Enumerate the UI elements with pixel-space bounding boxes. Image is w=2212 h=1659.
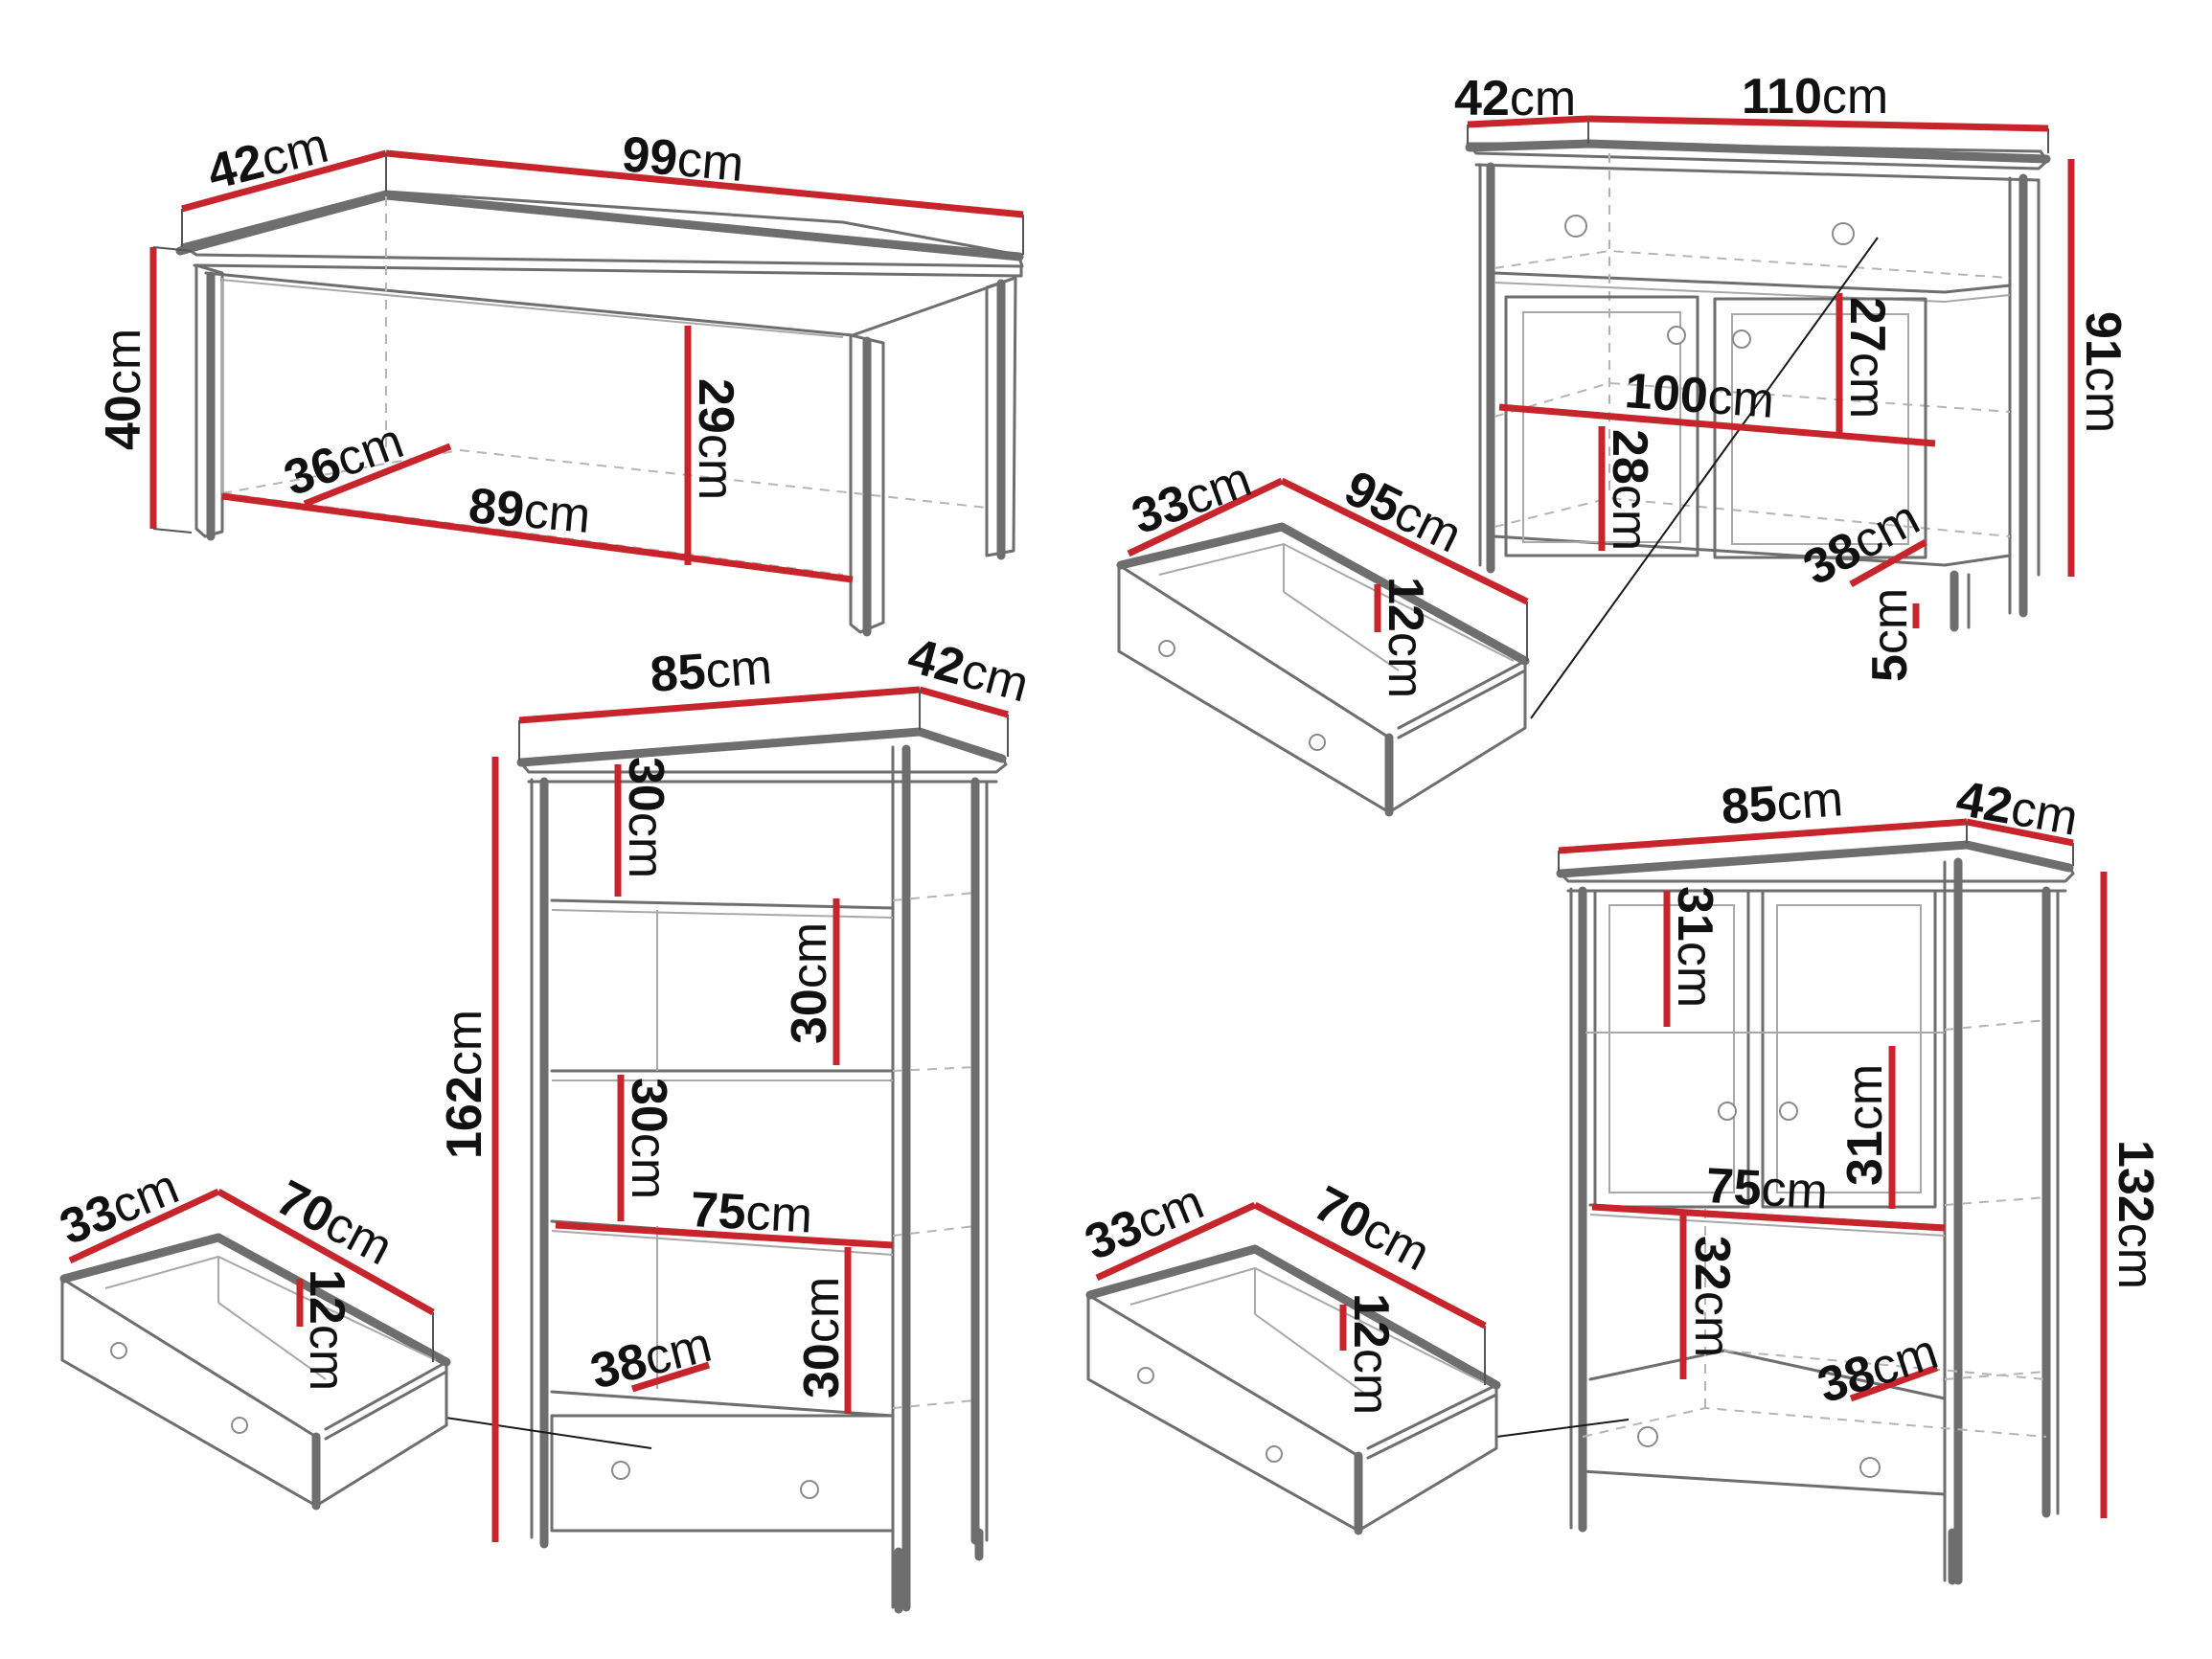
cabinet-drawer xyxy=(1085,1201,1501,1535)
label-sideboard-upper-height: 27cm xyxy=(1839,297,1895,419)
cabinet xyxy=(1495,818,2108,1585)
cabinet-drawer-box xyxy=(1086,1245,1498,1533)
label-cabinet-lower-height: 32cm xyxy=(1684,1236,1740,1357)
bookcase-drawer-box xyxy=(60,1234,448,1508)
label-coffee-table-height: 40cm xyxy=(96,329,151,450)
label-bookcase-shelf4: 30cm xyxy=(794,1277,850,1398)
sideboard-knob-left xyxy=(1667,326,1686,345)
sideboard-knob-right xyxy=(1732,330,1751,349)
sideboard-drawer xyxy=(1116,477,1530,817)
label-bookcase-shelf-depth: 38cm xyxy=(585,1317,717,1400)
label-sideboard-lower-height: 28cm xyxy=(1602,429,1657,551)
label-bookcase-drawer-depth: 33cm xyxy=(53,1159,187,1256)
label-cabinet-drawer-height: 12cm xyxy=(1343,1293,1399,1415)
sideboard xyxy=(1465,115,2075,719)
label-sideboard-leg-height: 5cm xyxy=(1862,588,1918,682)
label-cabinet-depth: 42cm xyxy=(1952,771,2082,847)
coffee-table xyxy=(149,149,1024,637)
label-bookcase-height: 162cm xyxy=(437,1010,492,1159)
coffee-table-leg-right xyxy=(985,276,1017,557)
label-cabinet-shelf-depth: 38cm xyxy=(1812,1324,1945,1414)
label-cabinet-upper2: 31cm xyxy=(1837,1064,1893,1186)
cabinet-door-left xyxy=(1593,889,1750,1209)
label-sideboard-height: 91cm xyxy=(2075,311,2131,433)
label-sideboard-depth: 42cm xyxy=(1454,71,1576,126)
label-sideboard-drawer-width: 95cm xyxy=(1336,461,1471,564)
label-coffee-table-inner-width: 89cm xyxy=(467,478,593,544)
bookcase-drawer xyxy=(59,1188,451,1511)
label-sideboard-inner-width: 100cm xyxy=(1623,363,1776,429)
label-sideboard-width: 110cm xyxy=(1742,69,1888,125)
label-bookcase-width: 85cm xyxy=(649,639,774,703)
label-cabinet-width: 85cm xyxy=(1720,771,1845,835)
label-sideboard-drawer-depth: 33cm xyxy=(1125,451,1258,545)
label-coffee-table-inner-height: 29cm xyxy=(688,378,743,500)
label-coffee-table-width: 99cm xyxy=(620,126,746,193)
label-cabinet-upper1: 31cm xyxy=(1667,886,1722,1008)
dimension-labels: 42cm 99cm 40cm 36cm 89cm 29cm 42cm 110cm… xyxy=(53,69,2163,1415)
label-coffee-table-inner-depth: 36cm xyxy=(277,413,410,507)
label-cabinet-inner-width: 75cm xyxy=(1704,1158,1829,1220)
label-bookcase-shelf2: 30cm xyxy=(782,922,837,1044)
sideboard-knob-top-right xyxy=(1832,222,1855,245)
label-sideboard-drawer-height: 12cm xyxy=(1378,577,1433,698)
bookcase-drawer-front xyxy=(550,1414,895,1533)
label-cabinet-height: 132cm xyxy=(2108,1140,2163,1289)
label-bookcase-shelf3: 30cm xyxy=(621,1078,676,1199)
label-bookcase-inner-width: 75cm xyxy=(689,1182,813,1244)
cabinet-door-right xyxy=(1761,889,1937,1209)
label-bookcase-drawer-height: 12cm xyxy=(299,1269,354,1391)
label-bookcase-shelf1: 30cm xyxy=(618,757,673,878)
sideboard-knob-top-left xyxy=(1564,215,1587,238)
bookcase xyxy=(445,686,1009,1614)
